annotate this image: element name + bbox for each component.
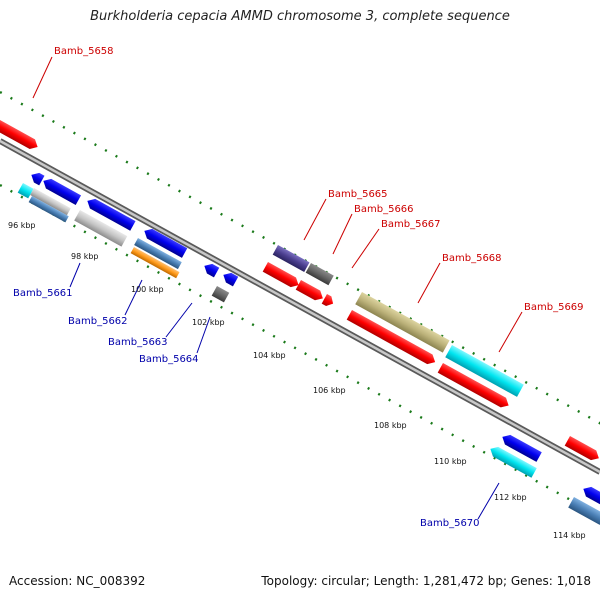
- gene-feature-5670-blue[interactable]: [500, 432, 542, 462]
- scale-label-114: 114 kbp: [553, 531, 586, 540]
- map-title: Burkholderia cepacia AMMD chromosome 3, …: [90, 9, 510, 24]
- gene-feature-5663b[interactable]: [221, 270, 239, 287]
- gene-feature-5668-red[interactable]: [346, 310, 438, 367]
- gene-feature-5664[interactable]: [211, 286, 230, 303]
- reverse-features: [17, 170, 600, 525]
- gene-feature-5659[interactable]: [29, 170, 45, 186]
- gene-label-5664[interactable]: Bamb_5664: [139, 354, 199, 365]
- scale-labels: 96 kbp 98 kbp 100 kbp 102 kbp 104 kbp 10…: [8, 221, 586, 540]
- gene-feature-5668[interactable]: [355, 292, 450, 353]
- gene-label-5662[interactable]: Bamb_5662: [68, 316, 128, 327]
- gene-feature-right-steel[interactable]: [568, 497, 600, 525]
- scale-label-96: 96 kbp: [8, 221, 36, 230]
- forward-features: [0, 120, 600, 463]
- gene-feature-5667c[interactable]: [321, 294, 336, 308]
- gene-feature-5667a[interactable]: [262, 262, 302, 290]
- gene-feature-5670[interactable]: [488, 444, 537, 478]
- gene-label-5665[interactable]: Bamb_5665: [328, 189, 388, 200]
- inner-tick-track: [0, 183, 600, 525]
- gene-label-5670[interactable]: Bamb_5670: [420, 518, 480, 529]
- gene-feature-5660-cyan[interactable]: [17, 183, 34, 199]
- gene-label-5658[interactable]: Bamb_5658: [54, 46, 114, 57]
- leader-lines: [32, 56, 523, 520]
- scale-label-108: 108 kbp: [374, 421, 407, 430]
- accession-text: Accession: NC_008392: [9, 574, 146, 588]
- gene-feature-5669[interactable]: [445, 345, 524, 397]
- gene-feature-right-red[interactable]: [564, 436, 600, 463]
- backbone: [0, 138, 600, 475]
- gene-label-5668[interactable]: Bamb_5668: [442, 253, 502, 264]
- gene-feature-5658[interactable]: [0, 120, 40, 152]
- scale-label-100: 100 kbp: [131, 285, 164, 294]
- gene-label-5663[interactable]: Bamb_5663: [108, 337, 168, 348]
- gene-feature-5663[interactable]: [202, 261, 220, 278]
- gene-feature-5669-red[interactable]: [437, 363, 512, 410]
- scale-label-106: 106 kbp: [313, 386, 346, 395]
- gene-label-5667[interactable]: Bamb_5667: [381, 219, 441, 230]
- gene-label-5669[interactable]: Bamb_5669: [524, 302, 584, 313]
- gene-feature-5666[interactable]: [305, 263, 334, 286]
- gene-feature-right-blue[interactable]: [581, 484, 600, 509]
- gene-feature-5660[interactable]: [41, 176, 82, 205]
- summary-text: Topology: circular; Length: 1,281,472 bp…: [261, 574, 591, 588]
- gene-feature-5661-blue[interactable]: [85, 196, 136, 231]
- gene-label-5661[interactable]: Bamb_5661: [13, 288, 73, 299]
- gene-feature-5662-steel[interactable]: [134, 238, 182, 270]
- scale-label-102: 102 kbp: [192, 318, 225, 327]
- gene-feature-5667b[interactable]: [295, 280, 326, 303]
- scale-label-112: 112 kbp: [494, 493, 527, 502]
- scale-label-104: 104 kbp: [253, 351, 286, 360]
- gene-label-5666[interactable]: Bamb_5666: [354, 204, 414, 215]
- gene-feature-5661[interactable]: [74, 210, 128, 247]
- gene-labels: Bamb_5658 Bamb_5665 Bamb_5666 Bamb_5667 …: [13, 46, 584, 529]
- gene-feature-5665[interactable]: [272, 244, 310, 273]
- gene-feature-5662[interactable]: [130, 247, 180, 279]
- gene-feature-5662-blue[interactable]: [142, 226, 188, 258]
- gene-feature-5660-gray[interactable]: [30, 188, 71, 216]
- scale-label-98: 98 kbp: [71, 252, 99, 261]
- scale-label-110: 110 kbp: [434, 457, 467, 466]
- gene-feature-5660-steel[interactable]: [28, 196, 69, 223]
